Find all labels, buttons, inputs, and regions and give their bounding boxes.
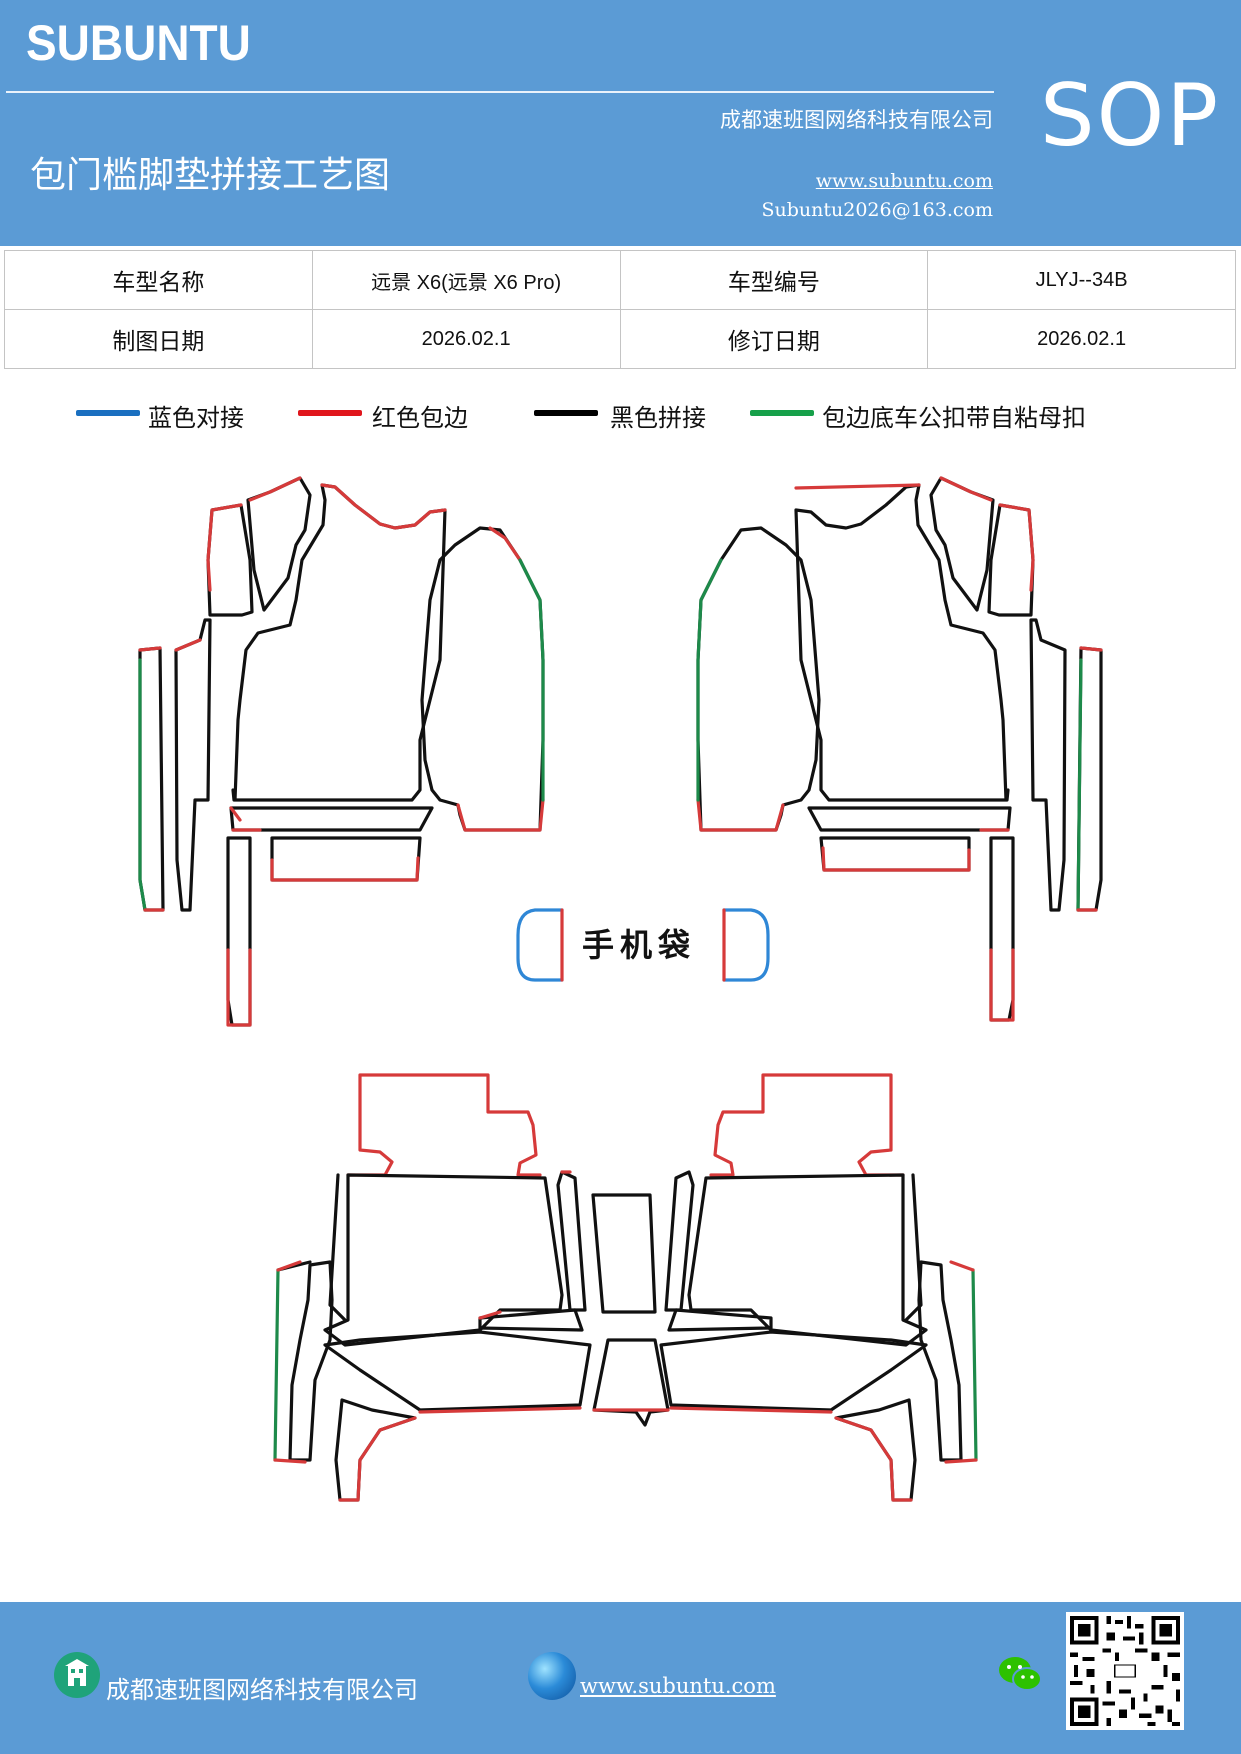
page-title: 包门槛脚垫拼接工艺图 [30, 155, 391, 196]
legend-green-label: 包边底车公扣带自粘母扣 [822, 404, 1086, 432]
rear-mat-left-half [273, 1073, 592, 1502]
vehicle-info-table: 车型名称 远景 X6(远景 X6 Pro) 车型编号 JLYJ--34B 制图日… [4, 250, 1236, 369]
phone-pocket-right [722, 908, 770, 982]
table-row: 车型名称 远景 X6(远景 X6 Pro) 车型编号 JLYJ--34B [4, 250, 1236, 310]
phone-pocket-label: 手机袋 [582, 926, 697, 964]
revision-date-value: 2026.02.1 [927, 309, 1236, 369]
building-icon [54, 1652, 100, 1698]
brand-logo: SUBUNTU [26, 15, 251, 71]
model-code-value: JLYJ--34B [927, 250, 1236, 310]
rear-center-pieces [591, 1193, 670, 1427]
table-row: 制图日期 2026.02.1 修订日期 2026.02.1 [4, 309, 1236, 369]
revision-date-label: 修订日期 [619, 309, 929, 369]
rear-mat-right-half [659, 1073, 978, 1502]
company-name: 成都速班图网络科技有限公司 [720, 108, 993, 132]
legend-red-swatch [298, 410, 362, 416]
legend-blue-label: 蓝色对接 [148, 404, 244, 432]
wechat-icon[interactable] [996, 1652, 1044, 1696]
model-code-label: 车型编号 [619, 250, 929, 310]
header-divider [6, 91, 994, 93]
model-name-value: 远景 X6(远景 X6 Pro) [311, 250, 621, 310]
page-footer: 成都速班图网络科技有限公司 www.subuntu.com [0, 1602, 1241, 1754]
globe-icon [528, 1652, 576, 1700]
legend-black-label: 黑色拼接 [610, 404, 706, 432]
left-front-mat-group [138, 476, 545, 1027]
phone-pocket-left [516, 908, 564, 982]
model-name-label: 车型名称 [4, 250, 313, 310]
sop-badge: SOP [1040, 66, 1221, 166]
website-link[interactable]: www.subuntu.com [815, 170, 993, 192]
floor-mat-diagram [138, 476, 1103, 1502]
legend-blue-swatch [76, 410, 140, 416]
legend-red-label: 红色包边 [372, 404, 468, 432]
draw-date-label: 制图日期 [4, 309, 313, 369]
legend-green-swatch [750, 410, 814, 416]
draw-date-value: 2026.02.1 [311, 309, 621, 369]
email-address: Subuntu2026@163.com [761, 199, 993, 221]
footer-website-link[interactable]: www.subuntu.com [580, 1674, 776, 1698]
legend-black-swatch [534, 410, 598, 416]
page-header: SUBUNTU 成都速班图网络科技有限公司 包门槛脚垫拼接工艺图 www.sub… [0, 0, 1241, 246]
footer-company-name: 成都速班图网络科技有限公司 [106, 1676, 418, 1704]
qr-code[interactable] [1066, 1612, 1184, 1730]
right-front-mat-group [696, 476, 1103, 1022]
